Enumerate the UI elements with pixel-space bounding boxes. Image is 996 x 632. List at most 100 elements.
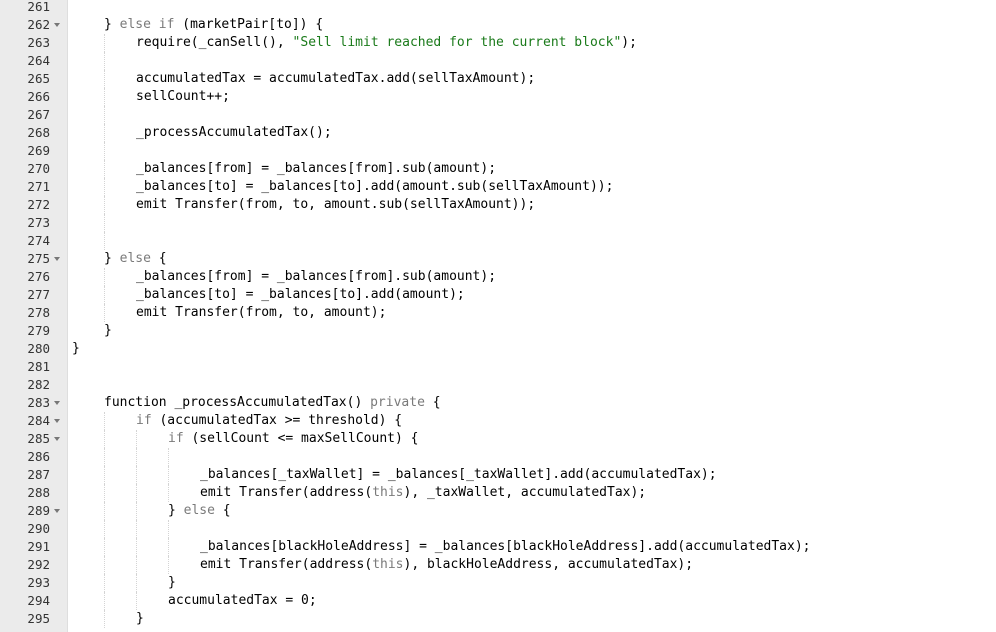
- line-number: 263: [27, 35, 50, 50]
- code-text: if (sellCount <= maxSellCount) {: [168, 431, 419, 446]
- line-number: 267: [27, 107, 50, 122]
- line-number: 279: [27, 323, 50, 338]
- line-number: 270: [27, 161, 50, 176]
- indent-guide: [104, 214, 105, 232]
- fold-toggle-icon[interactable]: [54, 419, 60, 423]
- indent-guide: [104, 88, 105, 106]
- line-number: 290: [27, 521, 50, 536]
- line-number: 273: [27, 215, 50, 230]
- code-text: emit Transfer(from, to, amount);: [136, 305, 387, 320]
- code-line: 281: [0, 358, 996, 376]
- code-text: _processAccumulatedTax();: [136, 125, 332, 140]
- code-text: accumulatedTax = 0;: [168, 593, 317, 608]
- line-number-gutter: [0, 0, 68, 632]
- indent-guide: [168, 448, 169, 466]
- line-number: 264: [27, 53, 50, 68]
- fold-toggle-icon[interactable]: [54, 437, 60, 441]
- code-text: _balances[_taxWallet] = _balances[_taxWa…: [200, 467, 717, 482]
- indent-guide: [168, 466, 169, 484]
- code-line: 295}: [0, 610, 996, 628]
- code-text: _balances[blackHoleAddress] = _balances[…: [200, 539, 811, 554]
- line-number: 275: [27, 251, 50, 266]
- code-line: 277 _balances[to] = _balances[to].add(amo…: [0, 286, 996, 304]
- code-text: } else if (marketPair[to]) {: [104, 17, 324, 32]
- code-line: 286: [0, 448, 996, 466]
- code-line: 279}: [0, 322, 996, 340]
- code-line: 264: [0, 52, 996, 70]
- code-line: 276_balances[from] = _balances[from].sub…: [0, 268, 996, 286]
- code-text: emit Transfer(address(this), blackHoleAd…: [200, 557, 694, 572]
- code-text: function _processAccumulatedTax() privat…: [104, 395, 441, 410]
- indent-guide: [104, 124, 105, 142]
- indent-guide: [104, 106, 105, 124]
- code-line: 289} else {: [0, 502, 996, 520]
- code-text: emit Transfer(address(this), _taxWallet,…: [200, 485, 647, 500]
- indent-guide: [136, 448, 137, 466]
- indent-guide: [136, 556, 137, 574]
- code-line: 278 emit Transfer(from, to, amount);: [0, 304, 996, 322]
- indent-guide: [136, 466, 137, 484]
- code-line: 291 _balances[blackHoleAddress] = _balanc…: [0, 538, 996, 556]
- indent-guide: [104, 160, 105, 178]
- indent-guide: [168, 520, 169, 538]
- fold-toggle-icon[interactable]: [54, 257, 60, 261]
- line-number: 291: [27, 539, 50, 554]
- indent-guide: [104, 412, 105, 430]
- code-text: accumulatedTax = accumulatedTax.add(sell…: [136, 71, 536, 86]
- indent-guide: [136, 538, 137, 556]
- code-text: _balances[from] = _balances[from].sub(am…: [136, 269, 497, 284]
- line-number: 285: [27, 431, 50, 446]
- line-number: 268: [27, 125, 50, 140]
- line-number: 278: [27, 305, 50, 320]
- line-number: 277: [27, 287, 50, 302]
- code-line: 285 if (sellCount <= maxSellCount) {: [0, 430, 996, 448]
- code-line: 269: [0, 142, 996, 160]
- code-text: sellCount++;: [136, 89, 230, 104]
- indent-guide: [136, 502, 137, 520]
- code-text: require(_canSell(), "Sell limit reached …: [136, 35, 637, 50]
- line-number: 280: [27, 341, 50, 356]
- code-text: _balances[to] = _balances[to].add(amount…: [136, 287, 465, 302]
- fold-toggle-icon[interactable]: [54, 509, 60, 513]
- code-text: _balances[from] = _balances[from].sub(am…: [136, 161, 497, 176]
- line-number: 287: [27, 467, 50, 482]
- line-number: 295: [27, 611, 50, 626]
- code-line: 287 _balances[_taxWallet] = _balances[_ta…: [0, 466, 996, 484]
- line-number: 274: [27, 233, 50, 248]
- indent-guide: [104, 178, 105, 196]
- line-number: 294: [27, 593, 50, 608]
- indent-guide: [136, 592, 137, 610]
- line-number: 272: [27, 197, 50, 212]
- line-number: 262: [27, 17, 50, 32]
- line-number: 293: [27, 575, 50, 590]
- code-text: }: [168, 575, 176, 590]
- indent-guide: [104, 592, 105, 610]
- indent-guide: [104, 610, 105, 628]
- line-number: 271: [27, 179, 50, 194]
- indent-guide: [104, 574, 105, 592]
- indent-guide: [104, 286, 105, 304]
- indent-guide: [104, 502, 105, 520]
- indent-guide: [104, 538, 105, 556]
- code-text: }: [104, 323, 112, 338]
- code-line: 280}: [0, 340, 996, 358]
- code-text: } else {: [104, 251, 167, 266]
- indent-guide: [136, 430, 137, 448]
- indent-guide: [104, 142, 105, 160]
- indent-guide: [168, 556, 169, 574]
- indent-guide: [104, 484, 105, 502]
- line-number: 266: [27, 89, 50, 104]
- code-text: if (accumulatedTax >= threshold) {: [136, 413, 403, 428]
- code-text: } else {: [168, 503, 231, 518]
- code-line: 282: [0, 376, 996, 394]
- code-line: 268 _processAccumulatedTax();: [0, 124, 996, 142]
- code-line: 273: [0, 214, 996, 232]
- indent-guide: [104, 268, 105, 286]
- code-line: 290: [0, 520, 996, 538]
- fold-toggle-icon[interactable]: [54, 23, 60, 27]
- code-line: 262 } else if (marketPair[to]) {: [0, 16, 996, 34]
- fold-toggle-icon[interactable]: [54, 401, 60, 405]
